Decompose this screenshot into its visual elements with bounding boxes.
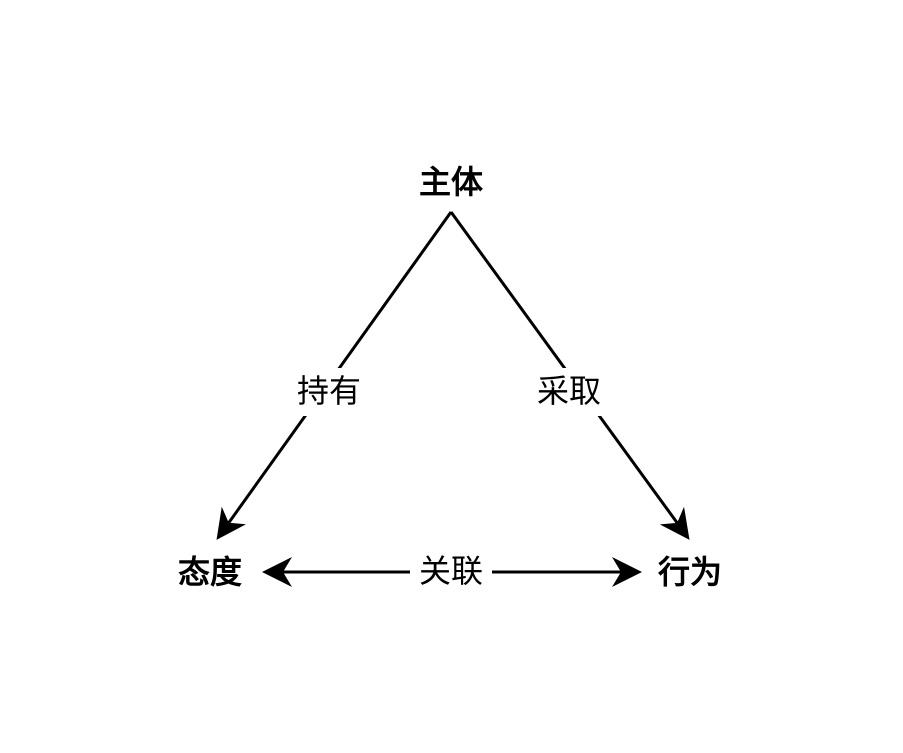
edge-label-adopt: 采取	[537, 372, 601, 410]
node-behavior: 行为	[658, 553, 722, 591]
edge-label-bg-bottom	[410, 548, 492, 596]
edge-label-bg-left	[290, 368, 368, 416]
edge-label-hold: 持有	[297, 372, 361, 410]
edge-label-bg-right	[528, 368, 610, 416]
node-attitude: 态度	[178, 553, 242, 591]
edge-label-relate: 关联	[419, 552, 483, 590]
node-subject: 主体	[419, 163, 483, 201]
